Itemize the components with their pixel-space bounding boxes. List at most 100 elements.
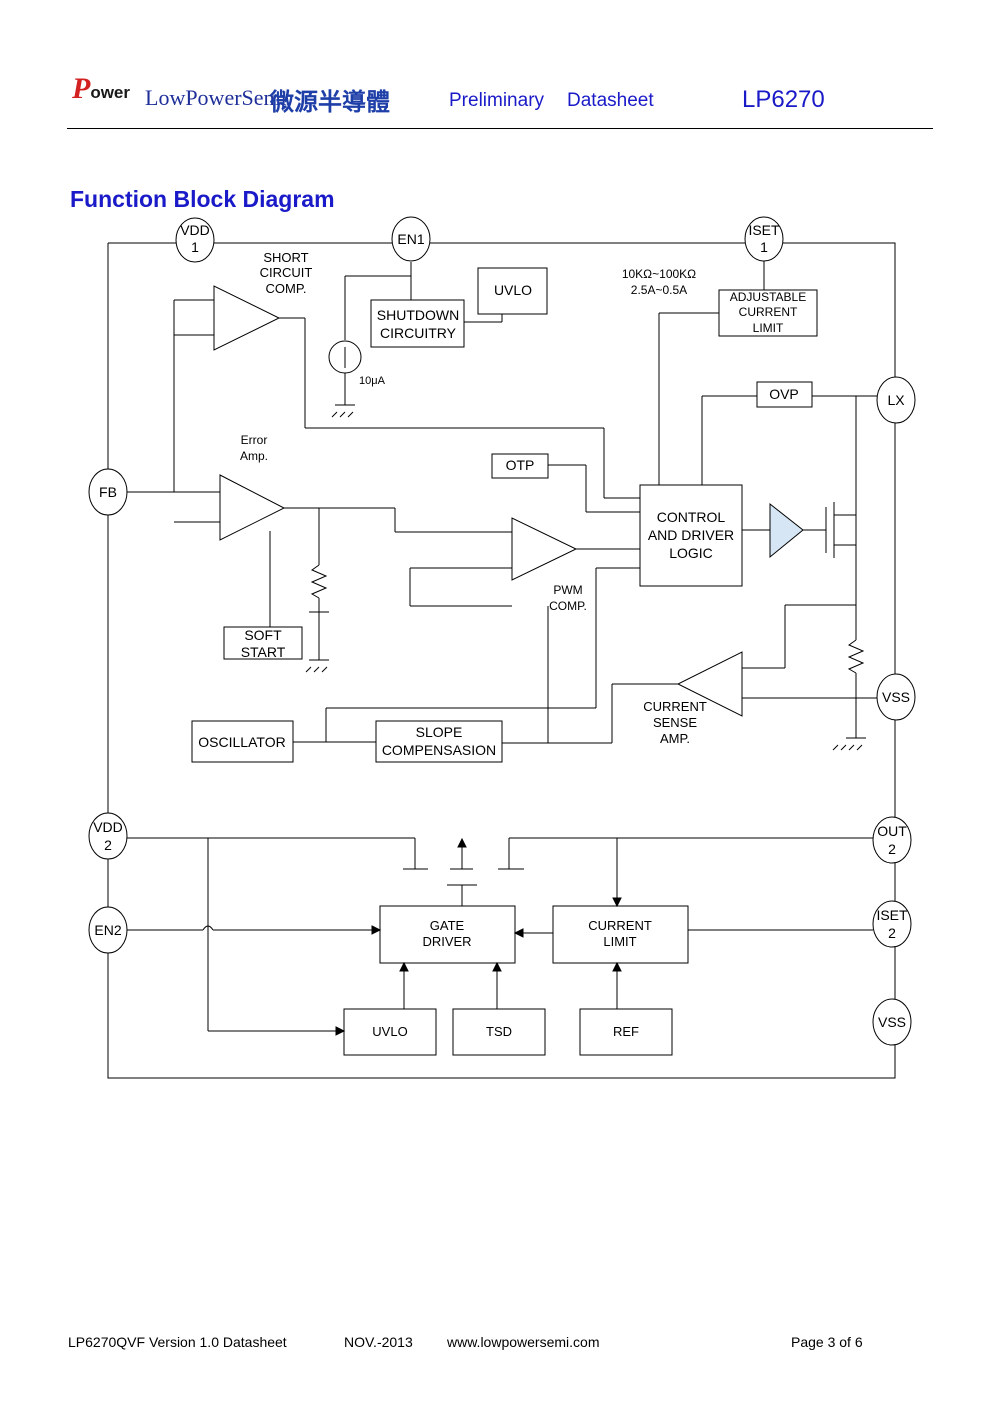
slope-label-2: COMPENSASION [382,742,496,758]
pin-en2 [88,906,128,954]
pin-fb-label: FB [99,484,117,500]
company-name-zh: 微源半導體 [270,89,390,116]
section-title: Function Block Diagram [70,186,335,212]
pin-vdd1-label-b: 1 [191,239,199,255]
pin-lx [876,376,916,424]
ref-label: REF [613,1024,639,1039]
soft-start-block [223,626,303,660]
shutdown-circuitry-block [370,299,465,348]
header-divider [67,128,933,129]
control-label-2: AND DRIVER [648,527,734,543]
gate-buffer [769,502,804,559]
current-limit-label-2: LIMIT [603,934,636,949]
sense-resistor [847,639,865,674]
current-sense-label-2: SENSE [653,715,697,730]
header-part-number: LP6270 [742,86,825,113]
error-amp-label-2: Amp. [240,449,268,463]
pin-out2-label-b: 2 [888,841,896,857]
control-label-1: CONTROL [657,509,726,525]
tsd-label: TSD [486,1024,512,1039]
pwm-label-2: COMP. [549,599,587,613]
pin-en1-label: EN1 [397,231,424,247]
error-amplifier [219,474,286,541]
pin-iset2 [872,900,912,948]
footer-document-version: LP6270QVF Version 1.0 Datasheet [68,1334,287,1350]
current-limit-label-1: CURRENT [588,918,652,933]
pin-vdd1 [175,217,215,263]
control-driver-logic-block [639,484,743,587]
current-range-label: 2.5A~0.5A [631,283,687,297]
pin-vss1 [876,673,916,721]
header-datasheet: Datasheet [567,90,654,111]
tsd-block [452,1008,546,1056]
chip-boundary [107,242,896,1079]
pin-vdd1-label-a: VDD [180,222,210,238]
pin-en2-label: EN2 [94,922,121,938]
adjustable-label-2: CURRENT [739,305,798,319]
otp-label: OTP [506,457,535,473]
short-circuit-label-2: CIRCUIT [260,265,313,280]
pin-out2-label-a: OUT [877,823,907,839]
pin-en1 [391,216,431,262]
uvlo-bottom-block [343,1008,437,1056]
header-preliminary: Preliminary [449,90,545,111]
pwm-comparator [511,517,578,581]
short-circuit-comparator [213,285,281,351]
otp-block [491,453,549,479]
footer-website-link[interactable]: www.lowpowersemi.com [447,1334,600,1350]
uvlo-top-block [477,267,548,315]
pin-vdd2-label-a: VDD [93,819,123,835]
current-source-label: 10μA [359,375,386,387]
ref-block [579,1008,673,1056]
block-labels: SHORT CIRCUIT COMP. SHUTDOWN CIRCUITRY U… [198,250,806,1039]
soft-start-label-1: SOFT [244,627,282,643]
pin-vdd2-label-b: 2 [104,837,112,853]
uvlo-bottom-label: UVLO [372,1024,407,1039]
soft-start-label-2: START [241,644,286,660]
pin-lx-label: LX [887,392,905,408]
diagram-wires [107,242,896,1079]
current-sense-label-1: CURRENT [643,699,707,714]
error-amp-label-1: Error [241,433,268,447]
adjustable-label-1: ADJUSTABLE [730,290,806,304]
shutdown-label-2: CIRCUITRY [380,325,457,341]
pin-iset2-label-a: ISET [876,907,908,923]
error-amp-resistor [310,564,328,599]
pin-iset1-label-b: 1 [760,239,768,255]
pin-labels: VDD 1 EN1 ISET 1 LX FB VSS VDD 2 OUT 2 E… [93,222,910,1030]
gate-driver-label-2: DRIVER [422,934,471,949]
pin-out2 [872,816,912,864]
pin-vss2 [872,998,912,1046]
short-circuit-label-1: SHORT [263,250,308,265]
gate-driver-block [379,905,516,964]
current-limit-block [552,905,689,964]
current-sense-label-3: AMP. [660,731,690,746]
pwm-label-1: PWM [553,583,582,597]
pin-iset2-label-b: 2 [888,925,896,941]
pin-vss1-label: VSS [882,689,910,705]
pin-vdd2 [88,812,128,860]
footer-date: NOV.-2013 [344,1334,413,1350]
current-sense-amplifier [676,651,743,717]
short-circuit-label-3: COMP. [266,281,307,296]
control-label-3: LOGIC [669,545,713,561]
uvlo-top-label: UVLO [494,282,532,298]
pin-vss2-label: VSS [878,1014,906,1030]
oscillator-label: OSCILLATOR [198,734,285,750]
slope-label-1: SLOPE [416,724,463,740]
logo-initial: P [72,72,91,105]
company-logo: Power [72,72,130,106]
pin-iset1-label-a: ISET [748,222,780,238]
resistor-range-label: 10KΩ~100KΩ [622,267,696,281]
pin-fb [88,468,128,516]
pin-iset1 [744,216,784,262]
ovp-block [756,381,813,408]
logo-word: ower [90,83,131,102]
pin-ovals [88,216,916,1046]
gate-driver-label-1: GATE [430,918,465,933]
adjustable-label-3: LIMIT [753,321,784,335]
company-name-en: LowPowerSemi [145,85,287,110]
ovp-label: OVP [769,386,799,402]
shutdown-label-1: SHUTDOWN [377,307,459,323]
